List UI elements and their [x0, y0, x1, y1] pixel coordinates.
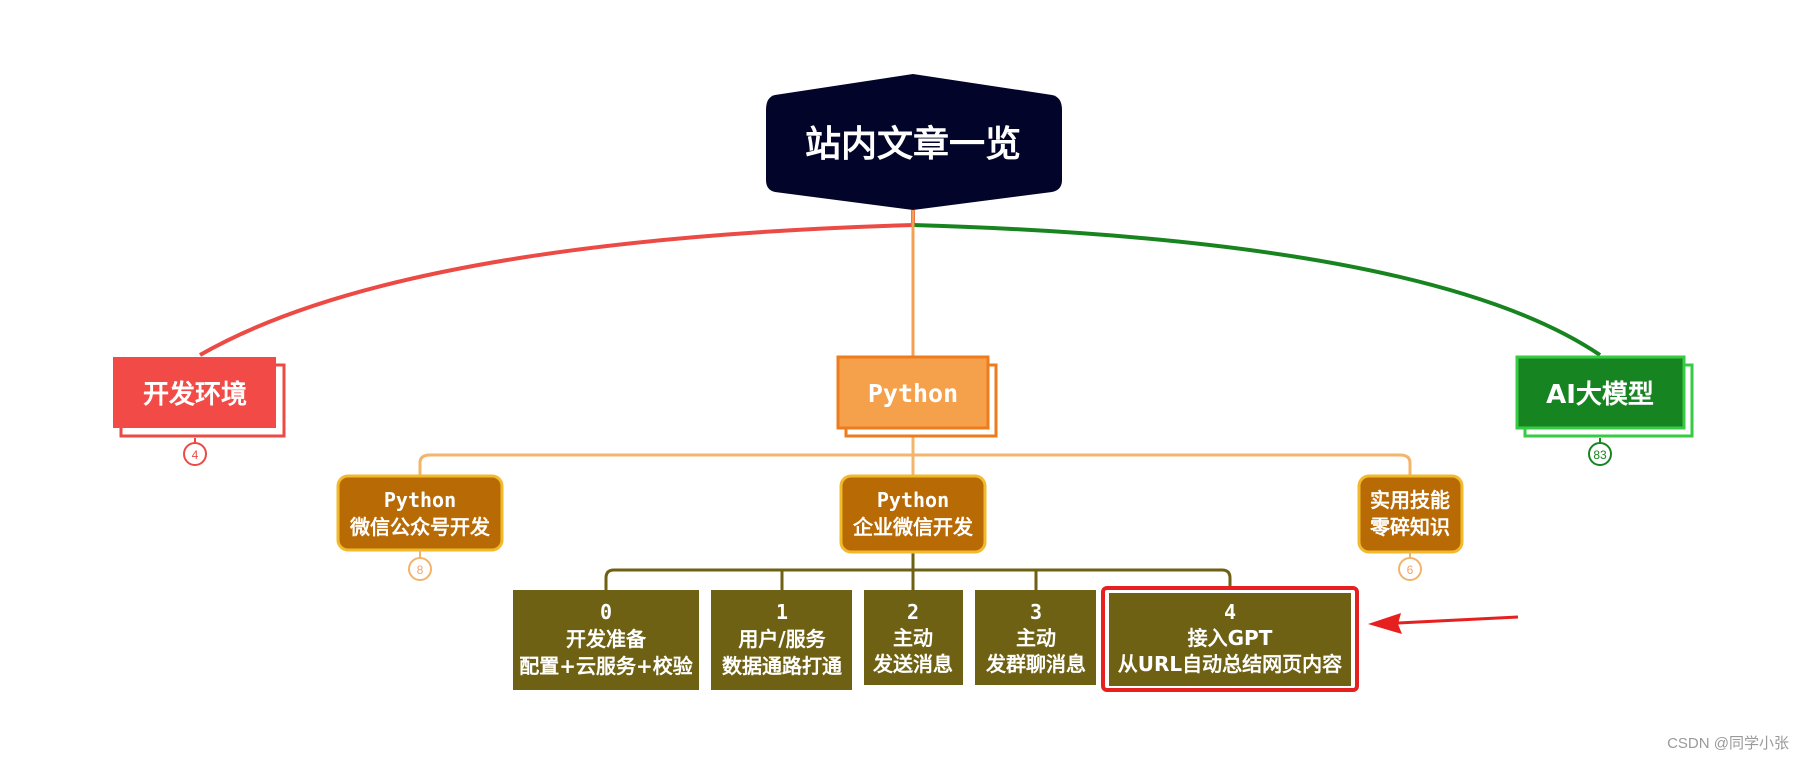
child-line2: 微信公众号开发 [349, 515, 491, 539]
child-line1: Python [877, 488, 949, 512]
leaf-line1: 接入GPT [1188, 626, 1273, 650]
leaf-num: 1 [776, 600, 788, 624]
child-line2: 企业微信开发 [852, 515, 974, 539]
child-line1: 实用技能 [1370, 488, 1450, 512]
dev-env-label: 开发环境 [143, 379, 247, 410]
leaf-num: 4 [1224, 600, 1236, 624]
leaf-3[interactable]: 3 主动 发群聊消息 [975, 590, 1096, 685]
watermark: CSDN @同学小张 [1667, 735, 1789, 752]
dev-env-count-badge [183, 442, 207, 466]
ai-label: AI大模型 [1546, 380, 1654, 410]
leaf-line2: 发群聊消息 [985, 652, 1086, 676]
dev-env-count: 4 [192, 448, 199, 462]
leaf-num: 0 [600, 600, 612, 624]
branch-dev-env[interactable]: 开发环境 4 [113, 357, 286, 466]
leaf-num: 3 [1030, 600, 1042, 624]
python-label: Python [868, 379, 958, 408]
highlight-frame [1101, 586, 1359, 692]
skills-count-badge [1398, 557, 1422, 581]
wechat-official-count: 8 [417, 563, 424, 577]
highlight-arrow [1368, 613, 1519, 634]
leaf-line1: 用户/服务 [738, 627, 826, 651]
python-child-skills[interactable]: 实用技能 零碎知识 6 [1357, 474, 1464, 581]
python-child-wecom[interactable]: Python 企业微信开发 [839, 474, 987, 554]
connectors [199, 210, 1602, 590]
leaf-line2: 数据通路打通 [722, 654, 842, 678]
ai-count: 83 [1593, 448, 1607, 462]
leaf-1[interactable]: 1 用户/服务 数据通路打通 [711, 590, 852, 690]
leaf-2[interactable]: 2 主动 发送消息 [864, 590, 963, 685]
leaf-line2: 配置+云服务+校验 [519, 654, 693, 678]
leaf-line1: 主动 [1016, 626, 1056, 650]
skills-count: 6 [1407, 563, 1414, 577]
root-node[interactable]: 站内文章一览 [766, 74, 1062, 210]
leaf-line1: 开发准备 [566, 627, 647, 651]
branch-ai[interactable]: AI大模型 83 [1515, 355, 1694, 466]
root-title: 站内文章一览 [805, 123, 1021, 165]
branch-python[interactable]: Python [836, 355, 998, 438]
wechat-official-count-badge [408, 557, 432, 581]
leaf-4[interactable]: 4 接入GPT 从URL自动总结网页内容 [1101, 586, 1359, 692]
connector-wecom-leaves [604, 552, 1232, 590]
leaf-0[interactable]: 0 开发准备 配置+云服务+校验 [513, 590, 699, 690]
ai-count-badge [1588, 442, 1612, 466]
leaf-line1: 主动 [893, 626, 933, 650]
python-child-wechat-official[interactable]: Python 微信公众号开发 8 [336, 474, 504, 581]
connector-root-devenv [199, 210, 915, 357]
connector-root-ai [912, 223, 1602, 357]
leaf-num: 2 [907, 600, 919, 624]
leaf-line2: 发送消息 [872, 652, 953, 676]
root-shape [766, 74, 1062, 210]
leaf-line2: 从URL自动总结网页内容 [1118, 652, 1342, 676]
child-line2: 零碎知识 [1369, 515, 1450, 539]
child-line1: Python [384, 488, 456, 512]
